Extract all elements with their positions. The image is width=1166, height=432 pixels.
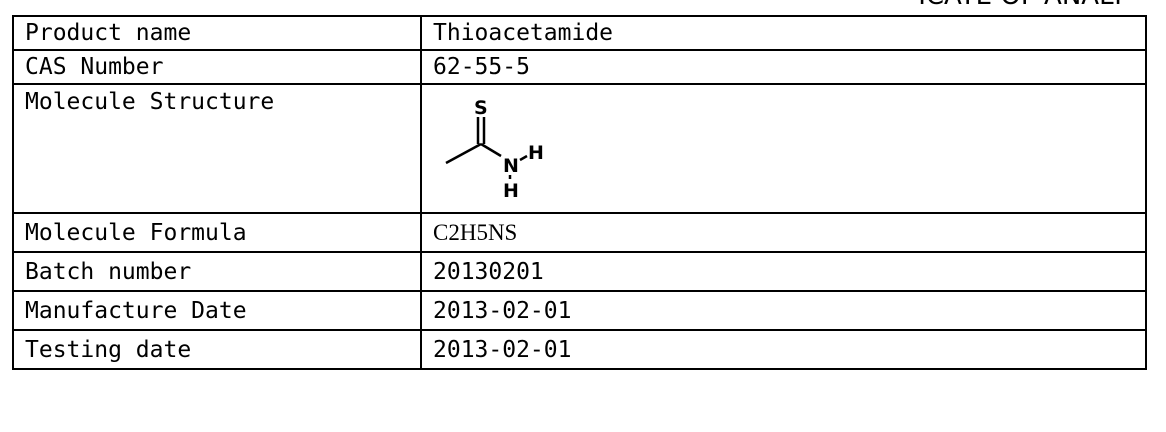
- row-label: Molecule Structure: [12, 83, 422, 214]
- row-value: Thioacetamide: [420, 15, 1147, 51]
- row-value: 2013-02-01: [420, 329, 1147, 370]
- table-row-batch-number: Batch number 20130201: [12, 251, 1147, 292]
- bond-n-h-right: [519, 154, 528, 162]
- table-row-testing-date: Testing date 2013-02-01: [12, 329, 1147, 370]
- product-spec-table: Product name Thioacetamide CAS Number 62…: [12, 15, 1147, 370]
- row-label: Manufacture Date: [12, 290, 422, 331]
- atom-hydrogen-bottom: H: [503, 180, 519, 202]
- table-row-manufacture-date: Manufacture Date 2013-02-01: [12, 290, 1147, 331]
- table-row-product-name: Product name Thioacetamide: [12, 15, 1147, 51]
- row-value: C2H5NS: [420, 212, 1147, 253]
- row-label: Batch number: [12, 251, 422, 292]
- row-label: CAS Number: [12, 49, 422, 85]
- row-label: Product name: [12, 15, 422, 51]
- document-heading-fragment: ICATE OF ANALY: [918, 0, 1126, 8]
- molecule-structure-diagram: S N H H: [433, 89, 563, 207]
- row-label: Testing date: [12, 329, 422, 370]
- row-value: 20130201: [420, 251, 1147, 292]
- atom-hydrogen-right: H: [528, 142, 544, 164]
- atom-nitrogen: N: [503, 155, 519, 177]
- atom-sulfur: S: [474, 97, 488, 119]
- row-value: 62-55-5: [420, 49, 1147, 85]
- row-value: 2013-02-01: [420, 290, 1147, 331]
- table-row-molecule-structure: Molecule Structure S N H H: [12, 83, 1147, 214]
- table-row-molecule-formula: Molecule Formula C2H5NS: [12, 212, 1147, 253]
- row-label: Molecule Formula: [12, 212, 422, 253]
- molecule-structure-cell: S N H H: [420, 83, 1147, 214]
- thioacetamide-structure-svg: S N H H: [445, 97, 544, 202]
- bond-methyl-carbon: [445, 142, 482, 165]
- table-row-cas-number: CAS Number 62-55-5: [12, 49, 1147, 85]
- bond-c-n: [480, 142, 502, 158]
